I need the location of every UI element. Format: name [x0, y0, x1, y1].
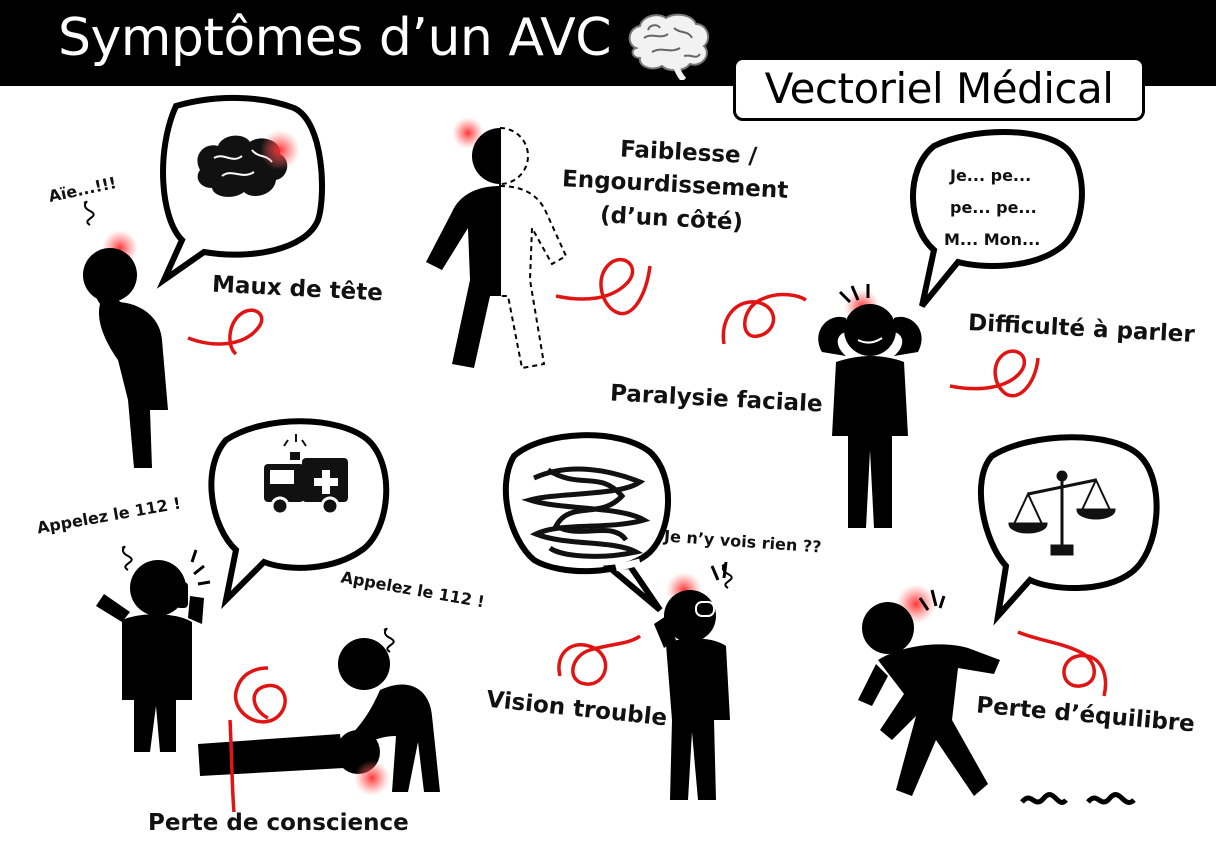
red-swirl-accents: [187, 258, 1108, 813]
brain-icon: [628, 13, 710, 80]
swirl-weakness: [555, 258, 652, 316]
swirl-balance: [1017, 630, 1108, 697]
badge-label: Vectoriel Médical: [764, 64, 1114, 113]
swirl-unconscious: [228, 666, 287, 813]
swirl-facial: [721, 292, 807, 345]
unconscious-label: Perte de conscience: [148, 810, 409, 836]
speech-bubble-line3: M... Mon...: [944, 230, 1041, 249]
speech-bubble-line1: Je... pe...: [950, 166, 1032, 185]
brain-icon: [197, 130, 300, 197]
swirl-vision: [557, 634, 642, 686]
balance-figure: [858, 434, 1160, 805]
vision-figure: [502, 432, 733, 800]
ambulance-icon: [264, 434, 348, 516]
scribble-icon: [521, 466, 651, 559]
swirl-speech: [949, 349, 1040, 398]
vision-thought-bubble: [502, 432, 671, 575]
scales-icon: [1008, 470, 1116, 556]
weakness-figure: [426, 117, 568, 370]
vector-badge: Vectoriel Médical: [733, 57, 1145, 121]
page-title: Symptômes d’un AVC: [58, 8, 612, 68]
headache-figure: [83, 95, 325, 468]
unconscious-figures: [198, 627, 440, 796]
caller-figure: [96, 418, 390, 752]
swirl-headache: [187, 308, 264, 356]
balance-thought-bubble: [977, 434, 1160, 626]
speech-bubble: [910, 129, 1085, 308]
speech-bubble-line2: pe... pe...: [950, 198, 1037, 217]
header-bar: Symptômes d’un AVC: [0, 0, 1216, 86]
speech-difficulty-figure: [818, 129, 1085, 528]
